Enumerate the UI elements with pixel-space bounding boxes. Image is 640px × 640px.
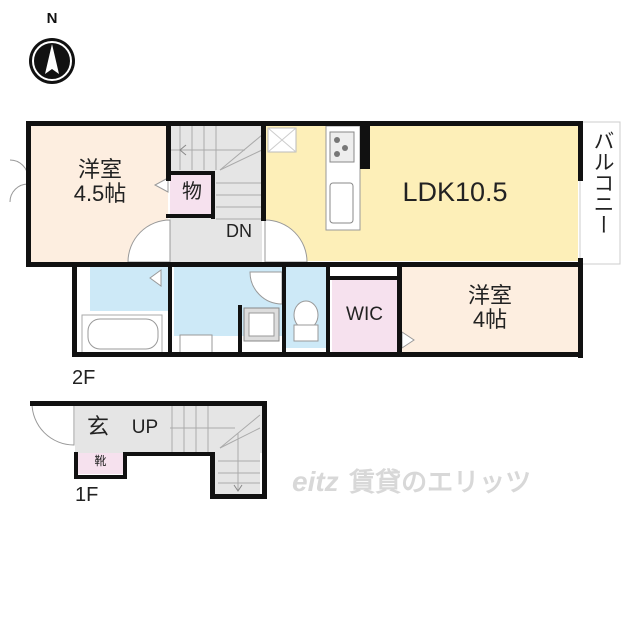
- compass-label: N: [46, 10, 58, 27]
- western-room-2-fill: [402, 264, 578, 352]
- balcony-label: バルコニー: [591, 130, 614, 235]
- stairs-lines: [170, 125, 263, 220]
- western-room-2-label: 洋室 4帖: [467, 283, 512, 333]
- watermark: eitz 賃貸のエリッツ: [292, 462, 582, 502]
- stairs-up-label: UP: [131, 417, 159, 438]
- watermark-logo: eitz: [292, 466, 339, 497]
- first-floor-lines: [31, 402, 261, 492]
- second-floor-label: 2F: [72, 367, 96, 389]
- storage-fill: [170, 171, 213, 216]
- ldk-label: LDK10.5: [402, 177, 508, 207]
- wic-fill: [332, 280, 397, 352]
- door-arcs: [9, 121, 621, 356]
- compass: N: [22, 8, 82, 88]
- shoe-closet-label: 靴: [94, 454, 107, 468]
- ldk-fill: [265, 126, 578, 261]
- wic-label: WIC: [346, 304, 383, 325]
- north-arrow-icon: [29, 38, 75, 84]
- stairs-down-label: DN: [226, 221, 252, 241]
- western-room-1-label: 洋室 4.5帖: [73, 157, 127, 207]
- watermark-text: 賃貸のエリッツ: [349, 467, 532, 497]
- entrance-label: 玄: [86, 414, 109, 439]
- storage-label: 物: [182, 181, 202, 203]
- first-floor-label: 1F: [75, 484, 99, 506]
